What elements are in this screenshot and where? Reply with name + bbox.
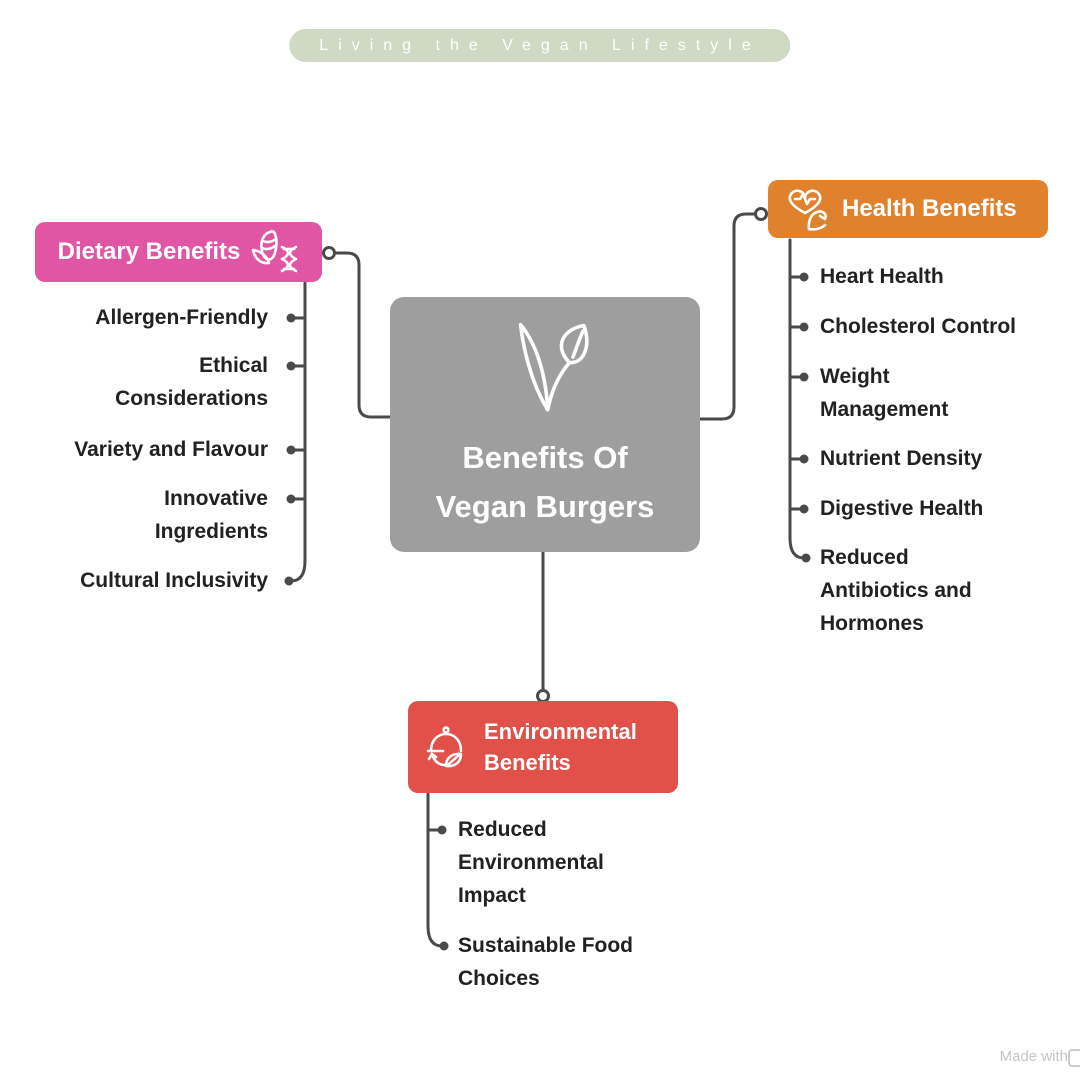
dietary-label: Dietary Benefits [57,238,241,265]
environmental-item-sustainable-food: Sustainable Food Choices [458,934,634,990]
branch-node-dietary: Dietary Benefits [35,222,322,282]
dietary-item-variety-and-flavour: Variety and Flavour [74,438,268,461]
cloche-leaf-icon [426,726,463,768]
heart-muscle-icon [788,189,827,231]
port-dietary [322,246,336,260]
spine-health [788,238,806,560]
spine-environmental [426,792,444,948]
central-title: Benefits Of Vegan Burgers [436,433,655,531]
dietary-item-innovative-ingredients: Innovative Ingredients [154,487,268,543]
dietary-item-cultural-inclusivity: Cultural Inclusivity [80,569,268,592]
wire-dietary-center [332,251,392,419]
made-with-text: Made with [999,1048,1068,1065]
spine-dietary [289,281,307,583]
central-title-line1: Benefits Of [462,440,628,475]
port-health [754,207,768,221]
banner-text: Living the Vegan Lifestyle [319,37,761,54]
corn-dna-icon [252,230,298,273]
banner: Living the Vegan Lifestyle [289,29,791,62]
central-title-line2: Vegan Burgers [435,489,655,524]
environmental-item-reduced-impact: Reduced Environmental Impact [458,818,604,907]
central-node: Benefits Of Vegan Burgers [390,297,700,552]
branch-node-environmental: Environmental Benefits [408,701,678,793]
health-item-reduced-antibiotics: Reduced Antibiotics and Hormones [820,546,972,635]
health-item-cholesterol-control: Cholesterol Control [820,315,1017,338]
health-item-heart-health: Heart Health [820,265,944,288]
made-with-logo-fragment [1068,1049,1080,1067]
dietary-item-allergen-friendly: Allergen-Friendly [95,306,268,329]
made-with-watermark: Made with [999,1048,1080,1067]
health-label: Health Benefits [842,195,1017,222]
leaf-v-logo-icon [518,322,589,412]
health-item-weight-management: Weight Management [820,365,949,421]
health-item-digestive-health: Digestive Health [820,497,984,520]
dietary-item-ethical-considerations: Ethical Considerations [115,354,268,410]
branch-node-health: Health Benefits [768,180,1048,238]
health-item-nutrient-density: Nutrient Density [820,447,983,470]
wire-center-health [698,212,757,421]
environmental-label: Environmental Benefits [484,719,637,775]
port-environmental [536,689,550,703]
